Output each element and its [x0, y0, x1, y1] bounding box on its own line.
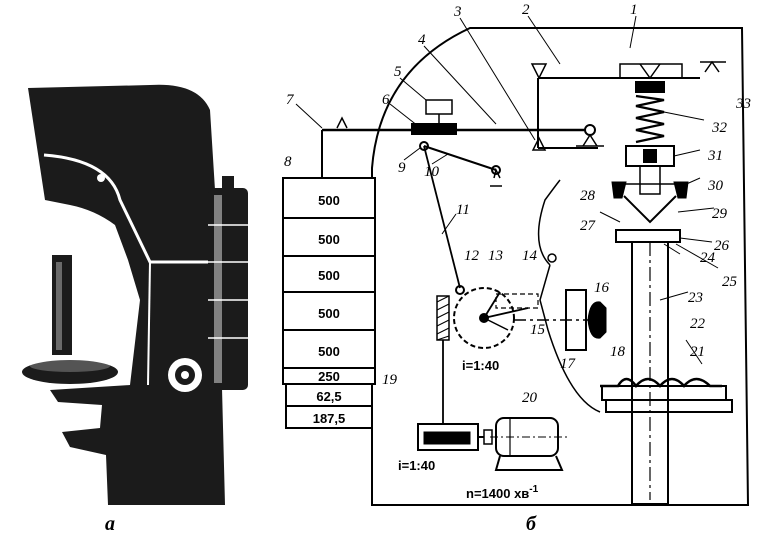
machine-photo — [22, 84, 248, 505]
weight-label: 500 — [318, 268, 340, 283]
weight-label: 250 — [318, 369, 340, 384]
panel-b-label: б — [526, 513, 537, 535]
callout-16: 16 — [594, 280, 610, 296]
weight-label: 500 — [318, 232, 340, 247]
callout-22: 22 — [690, 316, 706, 332]
ratio-lower: i=1:40 — [398, 458, 435, 473]
callout-19: 19 — [382, 372, 398, 388]
weight-label: 500 — [318, 344, 340, 359]
callout-32: 32 — [711, 120, 728, 136]
weight-labels: 500 500 500 500 500 250 62,5 187,5 — [313, 193, 346, 426]
callout-20: 20 — [522, 390, 538, 406]
speed-text: n=1400 хв-1 — [466, 484, 539, 501]
schematic — [295, 15, 750, 506]
speed-exponent: -1 — [529, 484, 538, 495]
callout-21: 21 — [690, 344, 705, 360]
callout-26: 26 — [714, 238, 730, 254]
callout-24: 24 — [700, 250, 716, 266]
callout-5: 5 — [394, 64, 402, 80]
callout-6: 6 — [382, 92, 390, 108]
callout-2: 2 — [522, 2, 530, 18]
callout-28: 28 — [580, 188, 596, 204]
callout-13: 13 — [488, 248, 503, 264]
weight-label: 62,5 — [316, 389, 341, 404]
callout-1: 1 — [630, 2, 638, 18]
callout-15: 15 — [530, 322, 546, 338]
callout-17: 17 — [560, 356, 577, 372]
callout-12: 12 — [464, 248, 480, 264]
callout-3: 3 — [453, 4, 462, 20]
callout-29: 29 — [712, 206, 728, 222]
weight-stack — [282, 177, 376, 429]
weight-label: 500 — [318, 193, 340, 208]
callout-27: 27 — [580, 218, 597, 234]
speed-value: n=1400 хв — [466, 486, 529, 501]
callout-18: 18 — [610, 344, 626, 360]
callout-14: 14 — [522, 248, 538, 264]
weight-label: 187,5 — [313, 411, 346, 426]
weight-label: 500 — [318, 306, 340, 321]
callout-11: 11 — [456, 202, 470, 218]
callout-7: 7 — [286, 92, 295, 108]
callout-23: 23 — [688, 290, 703, 306]
callout-33: 33 — [735, 96, 751, 112]
callout-31: 31 — [707, 148, 723, 164]
callout-25: 25 — [722, 274, 738, 290]
callout-4: 4 — [418, 32, 426, 48]
callout-9: 9 — [398, 160, 406, 176]
panel-a-label: а — [105, 513, 115, 535]
callout-10: 10 — [424, 164, 440, 180]
callout-numbers: 1 2 3 4 5 6 7 8 9 10 11 12 13 14 15 16 1… — [284, 2, 751, 406]
callout-30: 30 — [707, 178, 724, 194]
callout-8: 8 — [284, 154, 292, 170]
ratio-upper: i=1:40 — [462, 358, 499, 373]
